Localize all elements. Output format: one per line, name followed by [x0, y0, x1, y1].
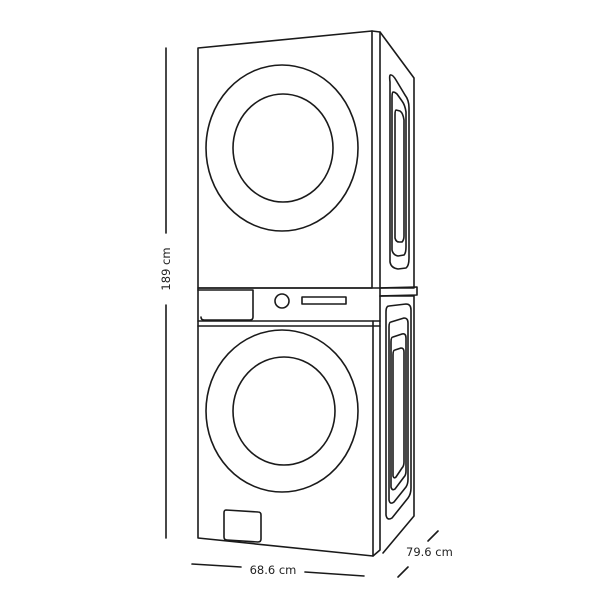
width-dimension: 68.6 cm: [191, 563, 365, 577]
control-panel: [197, 286, 418, 327]
depth-line-bottom: [397, 566, 409, 578]
dryer-front-panel: [197, 30, 373, 289]
width-line-right: [304, 571, 365, 577]
washer-door-glass: [232, 356, 336, 466]
height-label: 189 cm: [159, 247, 173, 290]
height-dimension: 189 cm: [159, 47, 173, 539]
dryer-side-recess-outer: [388, 74, 410, 270]
washer-door-outer: [205, 329, 359, 493]
width-label: 68.6 cm: [250, 563, 297, 577]
dryer-door-glass: [232, 93, 334, 203]
dryer-unit: [197, 30, 415, 289]
control-knob: [274, 293, 290, 309]
washer-unit: [197, 295, 415, 557]
detergent-drawer: [197, 289, 254, 321]
width-line-left: [191, 563, 242, 568]
dryer-door-outer: [205, 64, 359, 232]
dryer-side-panel: [371, 30, 415, 289]
depth-dimension: 79.6 cm: [397, 530, 453, 578]
display-panel: [301, 296, 347, 305]
washer-side-panel: [379, 295, 415, 554]
depth-line-top: [427, 530, 439, 542]
filter-access-door: [223, 509, 262, 543]
depth-label: 79.6 cm: [406, 545, 453, 559]
washer-side-recess-outer: [385, 303, 412, 520]
